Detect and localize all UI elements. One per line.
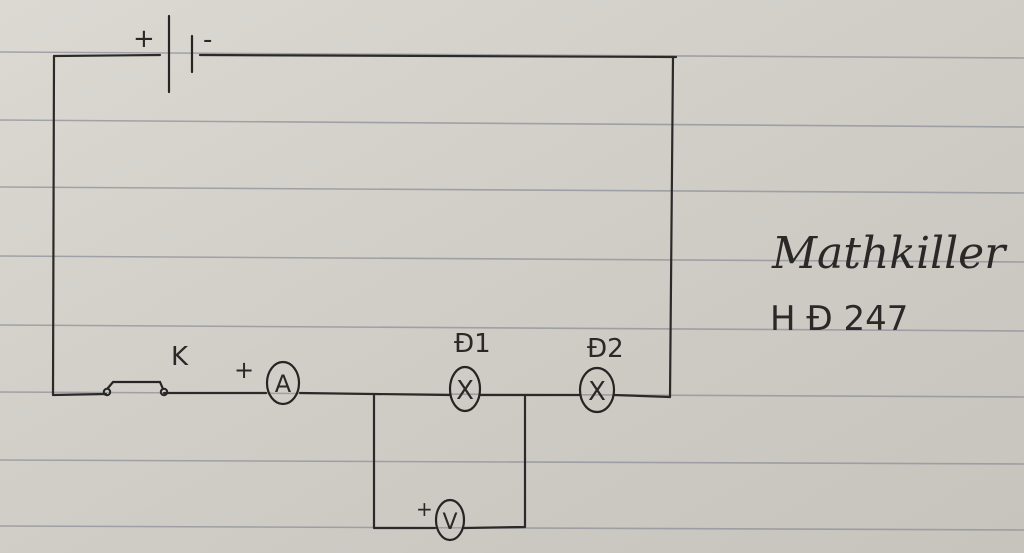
signature-code: H Đ 247 bbox=[770, 299, 908, 339]
ammeter-circle bbox=[265, 360, 301, 406]
rule-line bbox=[0, 51, 1024, 59]
lamp-d2-symbol: X Đ2 bbox=[578, 334, 624, 414]
battery-symbol: + - bbox=[133, 14, 212, 94]
lamp-d1-symbol: X Đ1 bbox=[448, 329, 491, 413]
wire-voltmeter-left bbox=[372, 392, 437, 530]
wire-right bbox=[668, 55, 675, 399]
switch-symbol: K bbox=[102, 342, 189, 397]
battery-plus-label: + bbox=[133, 24, 155, 54]
circuit-wires bbox=[51, 53, 678, 530]
battery-minus-label: - bbox=[203, 25, 212, 55]
rule-line bbox=[0, 459, 1024, 465]
wire-top-right bbox=[198, 53, 678, 59]
wire-bottom-5 bbox=[612, 393, 672, 399]
signature-name: Mathkiller bbox=[771, 228, 1008, 279]
voltmeter-symbol: V + bbox=[416, 497, 466, 542]
signature-block: Mathkiller H Đ 247 bbox=[770, 228, 1008, 339]
wire-left bbox=[51, 54, 56, 397]
lamp-d2-circle bbox=[578, 366, 616, 414]
lamp-d1-cross: X bbox=[456, 376, 474, 406]
ammeter-symbol: A + bbox=[234, 356, 301, 406]
voltmeter-circle bbox=[434, 498, 466, 542]
ammeter-symbol-letter: A bbox=[275, 370, 292, 398]
switch-contact-left bbox=[102, 387, 112, 397]
voltmeter-symbol-letter: V bbox=[442, 510, 457, 535]
lamp-d1-label: Đ1 bbox=[454, 329, 491, 359]
rule-line bbox=[0, 119, 1024, 128]
wire-top-left bbox=[52, 53, 162, 58]
rule-line bbox=[0, 186, 1024, 194]
ammeter-plus-label: + bbox=[234, 356, 254, 384]
wire-bottom-1 bbox=[51, 392, 108, 397]
lamp-d2-cross: X bbox=[588, 377, 606, 407]
voltmeter-plus-label: + bbox=[416, 497, 433, 521]
wire-voltmeter-right bbox=[462, 393, 527, 530]
lamp-d2-label: Đ2 bbox=[587, 334, 624, 364]
rule-line bbox=[0, 255, 1024, 263]
switch-lever bbox=[106, 380, 165, 391]
rule-line bbox=[0, 324, 1024, 332]
switch-label: K bbox=[171, 342, 189, 372]
lamp-d1-circle bbox=[448, 365, 482, 413]
